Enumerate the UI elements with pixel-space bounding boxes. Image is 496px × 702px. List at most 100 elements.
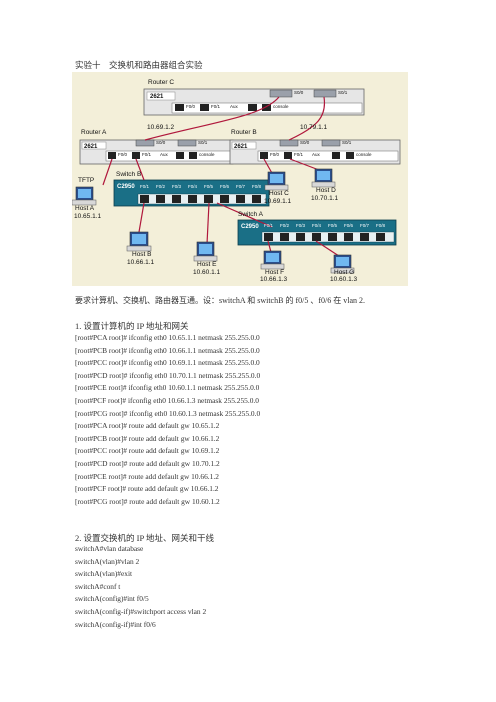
command-line: [root#PCD root]# ifconfig eth0 10.70.1.1…: [75, 370, 261, 380]
topology-drawing: [72, 88, 401, 274]
router-a-f0: F0/0: [118, 152, 128, 157]
command-line: [root#PCA root]# ifconfig eth0 10.65.1.1…: [75, 333, 260, 342]
router-a-model: 2621: [84, 144, 98, 150]
switch-a-port-1: F0/1: [264, 223, 274, 228]
section-1-commands: [root#PCA root]# ifconfig eth0 10.65.1.1…: [75, 332, 260, 508]
switch-b-model: C2950: [117, 184, 135, 190]
host-d-computer: [311, 168, 336, 188]
network-links: [102, 96, 343, 259]
router-a-label: Router A: [81, 129, 107, 136]
router-c-label: Router C: [148, 79, 175, 86]
router-b-model: 2621: [234, 144, 248, 150]
router-c-console: console: [273, 104, 289, 109]
section-2-heading: 2. 设置交换机的 IP 地址、网关和干线: [75, 533, 214, 543]
host-a-ip: 10.65.1.1: [74, 213, 102, 220]
switch-a-port-4: F0/4: [312, 223, 322, 228]
network-topology-diagram: Router C 2621 S0/0 S0/1 F0/0 F0/1 Aux co…: [72, 72, 408, 286]
command-line: [root#PCD root]# route add default gw 10…: [75, 458, 220, 468]
router-c-s0: S0/0: [294, 90, 304, 95]
command-line: switchA#conf t: [75, 581, 121, 591]
switch-a-port-6: F0/6: [344, 223, 354, 228]
switch-b-port-3: F0/3: [172, 184, 182, 189]
page-title: 实验十 交换机和路由器组合实验: [75, 60, 203, 70]
host-g-label: Host G: [334, 269, 355, 276]
switch-b-port-1: F0/1: [140, 184, 150, 189]
switch-a-port-8: F0/8: [376, 223, 386, 228]
switch-b-label: Switch B: [116, 171, 142, 178]
router-c-aux: Aux: [230, 104, 238, 109]
router-b-f1: F0/1: [294, 152, 304, 157]
host-b-ip: 10.66.1.1: [127, 259, 155, 266]
switch-b-port-5: F0/5: [204, 184, 214, 189]
section-1-heading: 1. 设置计算机的 IP 地址和网关: [75, 321, 189, 331]
router-a-f1: F0/1: [142, 152, 152, 157]
switch-b-port-2: F0/2: [156, 184, 166, 189]
router-a-device: [79, 139, 234, 165]
serial-ip-right: 10.79.1.1: [300, 124, 328, 131]
router-c-f1: F0/1: [211, 104, 221, 109]
command-line: switchA(config-if)#int f0/6: [75, 619, 156, 629]
router-a-s0: S0/0: [156, 140, 166, 145]
host-b-label: Host B: [132, 251, 152, 258]
host-e-label: Host E: [197, 261, 217, 268]
host-d-label: Host D: [316, 187, 336, 194]
router-b-s0: S0/0: [300, 140, 310, 145]
router-b-console: console: [356, 152, 372, 157]
switch-b-device: [113, 179, 270, 207]
router-b-s1: S0/1: [342, 140, 352, 145]
switch-a-device: [237, 219, 397, 246]
router-a-s1: S0/1: [198, 140, 208, 145]
host-a-computer: [72, 186, 97, 206]
host-f-label: Host F: [265, 269, 285, 276]
command-line: switchA#vlan database: [75, 544, 144, 553]
command-line: [root#PCF root]# ifconfig eth0 10.66.1.3…: [75, 395, 259, 405]
requirement-text: 要求计算机、交换机、路由器互通。设：switchA 和 switchB 的 f0…: [75, 296, 365, 305]
host-f-ip: 10.66.1.3: [260, 276, 288, 283]
router-a-console: console: [199, 152, 215, 157]
host-c-label: Host C: [269, 190, 289, 197]
command-line: [root#PCG root]# route add default gw 10…: [75, 496, 220, 506]
switch-b-port-4: F0/4: [188, 184, 198, 189]
router-c-f0: F0/0: [186, 104, 196, 109]
host-g-computer: [330, 254, 355, 274]
switch-b-port-8: F0/8: [252, 184, 262, 189]
router-b-aux: Aux: [312, 152, 320, 157]
command-line: [root#PCB root]# ifconfig eth0 10.66.1.1…: [75, 345, 260, 355]
router-c-s1: S0/1: [338, 90, 348, 95]
host-g-ip: 10.60.1.3: [330, 276, 358, 283]
host-b-computer: [126, 231, 152, 252]
switch-b-port-7: F0/7: [236, 184, 246, 189]
switch-a-label: Switch A: [238, 211, 263, 218]
switch-b-port-6: F0/6: [220, 184, 230, 189]
router-c-model: 2621: [150, 94, 164, 100]
switch-a-port-3: F0/3: [296, 223, 306, 228]
host-e-ip: 10.60.1.1: [193, 269, 221, 276]
router-a-aux: Aux: [160, 152, 168, 157]
command-line: [root#PCB root]# route add default gw 10…: [75, 433, 220, 443]
command-line: [root#PCF root]# route add default gw 10…: [75, 484, 219, 494]
command-line: [root#PCE root]# route add default gw 10…: [75, 471, 219, 481]
command-line: [root#PCA root]# route add default gw 10…: [75, 421, 220, 431]
command-line: [root#PCG root]# ifconfig eth0 10.60.1.3…: [75, 408, 261, 418]
host-d-ip: 10.70.1.1: [311, 195, 339, 202]
host-c-computer: [264, 171, 289, 191]
switch-a-port-2: F0/2: [280, 223, 290, 228]
section-2-commands: switchA#vlan database switchA(vlan)#vlan …: [75, 543, 206, 631]
command-line: switchA(vlan)#exit: [75, 569, 133, 579]
router-b-device: [229, 139, 401, 165]
command-line: switchA(vlan)#vlan 2: [75, 556, 140, 566]
host-a-label: Host A: [75, 205, 95, 212]
command-line: switchA(config-if)#switchport access vla…: [75, 606, 207, 616]
command-line: [root#PCE root]# ifconfig eth0 10.60.1.1…: [75, 383, 260, 393]
switch-a-port-5: F0/5: [328, 223, 338, 228]
command-line: [root#PCC root]# route add default gw 10…: [75, 446, 220, 456]
router-b-f0: F0/0: [270, 152, 280, 157]
command-line: [root#PCC root]# ifconfig eth0 10.69.1.1…: [75, 358, 260, 368]
serial-ip-left: 10.69.1.2: [147, 124, 175, 131]
switch-a-port-7: F0/7: [360, 223, 370, 228]
host-c-ip: 10.69.1.1: [264, 198, 292, 205]
router-b-label: Router B: [231, 129, 257, 136]
host-f-computer: [260, 250, 285, 270]
command-line: switchA(config)#int f0/5: [75, 594, 149, 604]
switch-a-model: C2950: [241, 224, 259, 230]
